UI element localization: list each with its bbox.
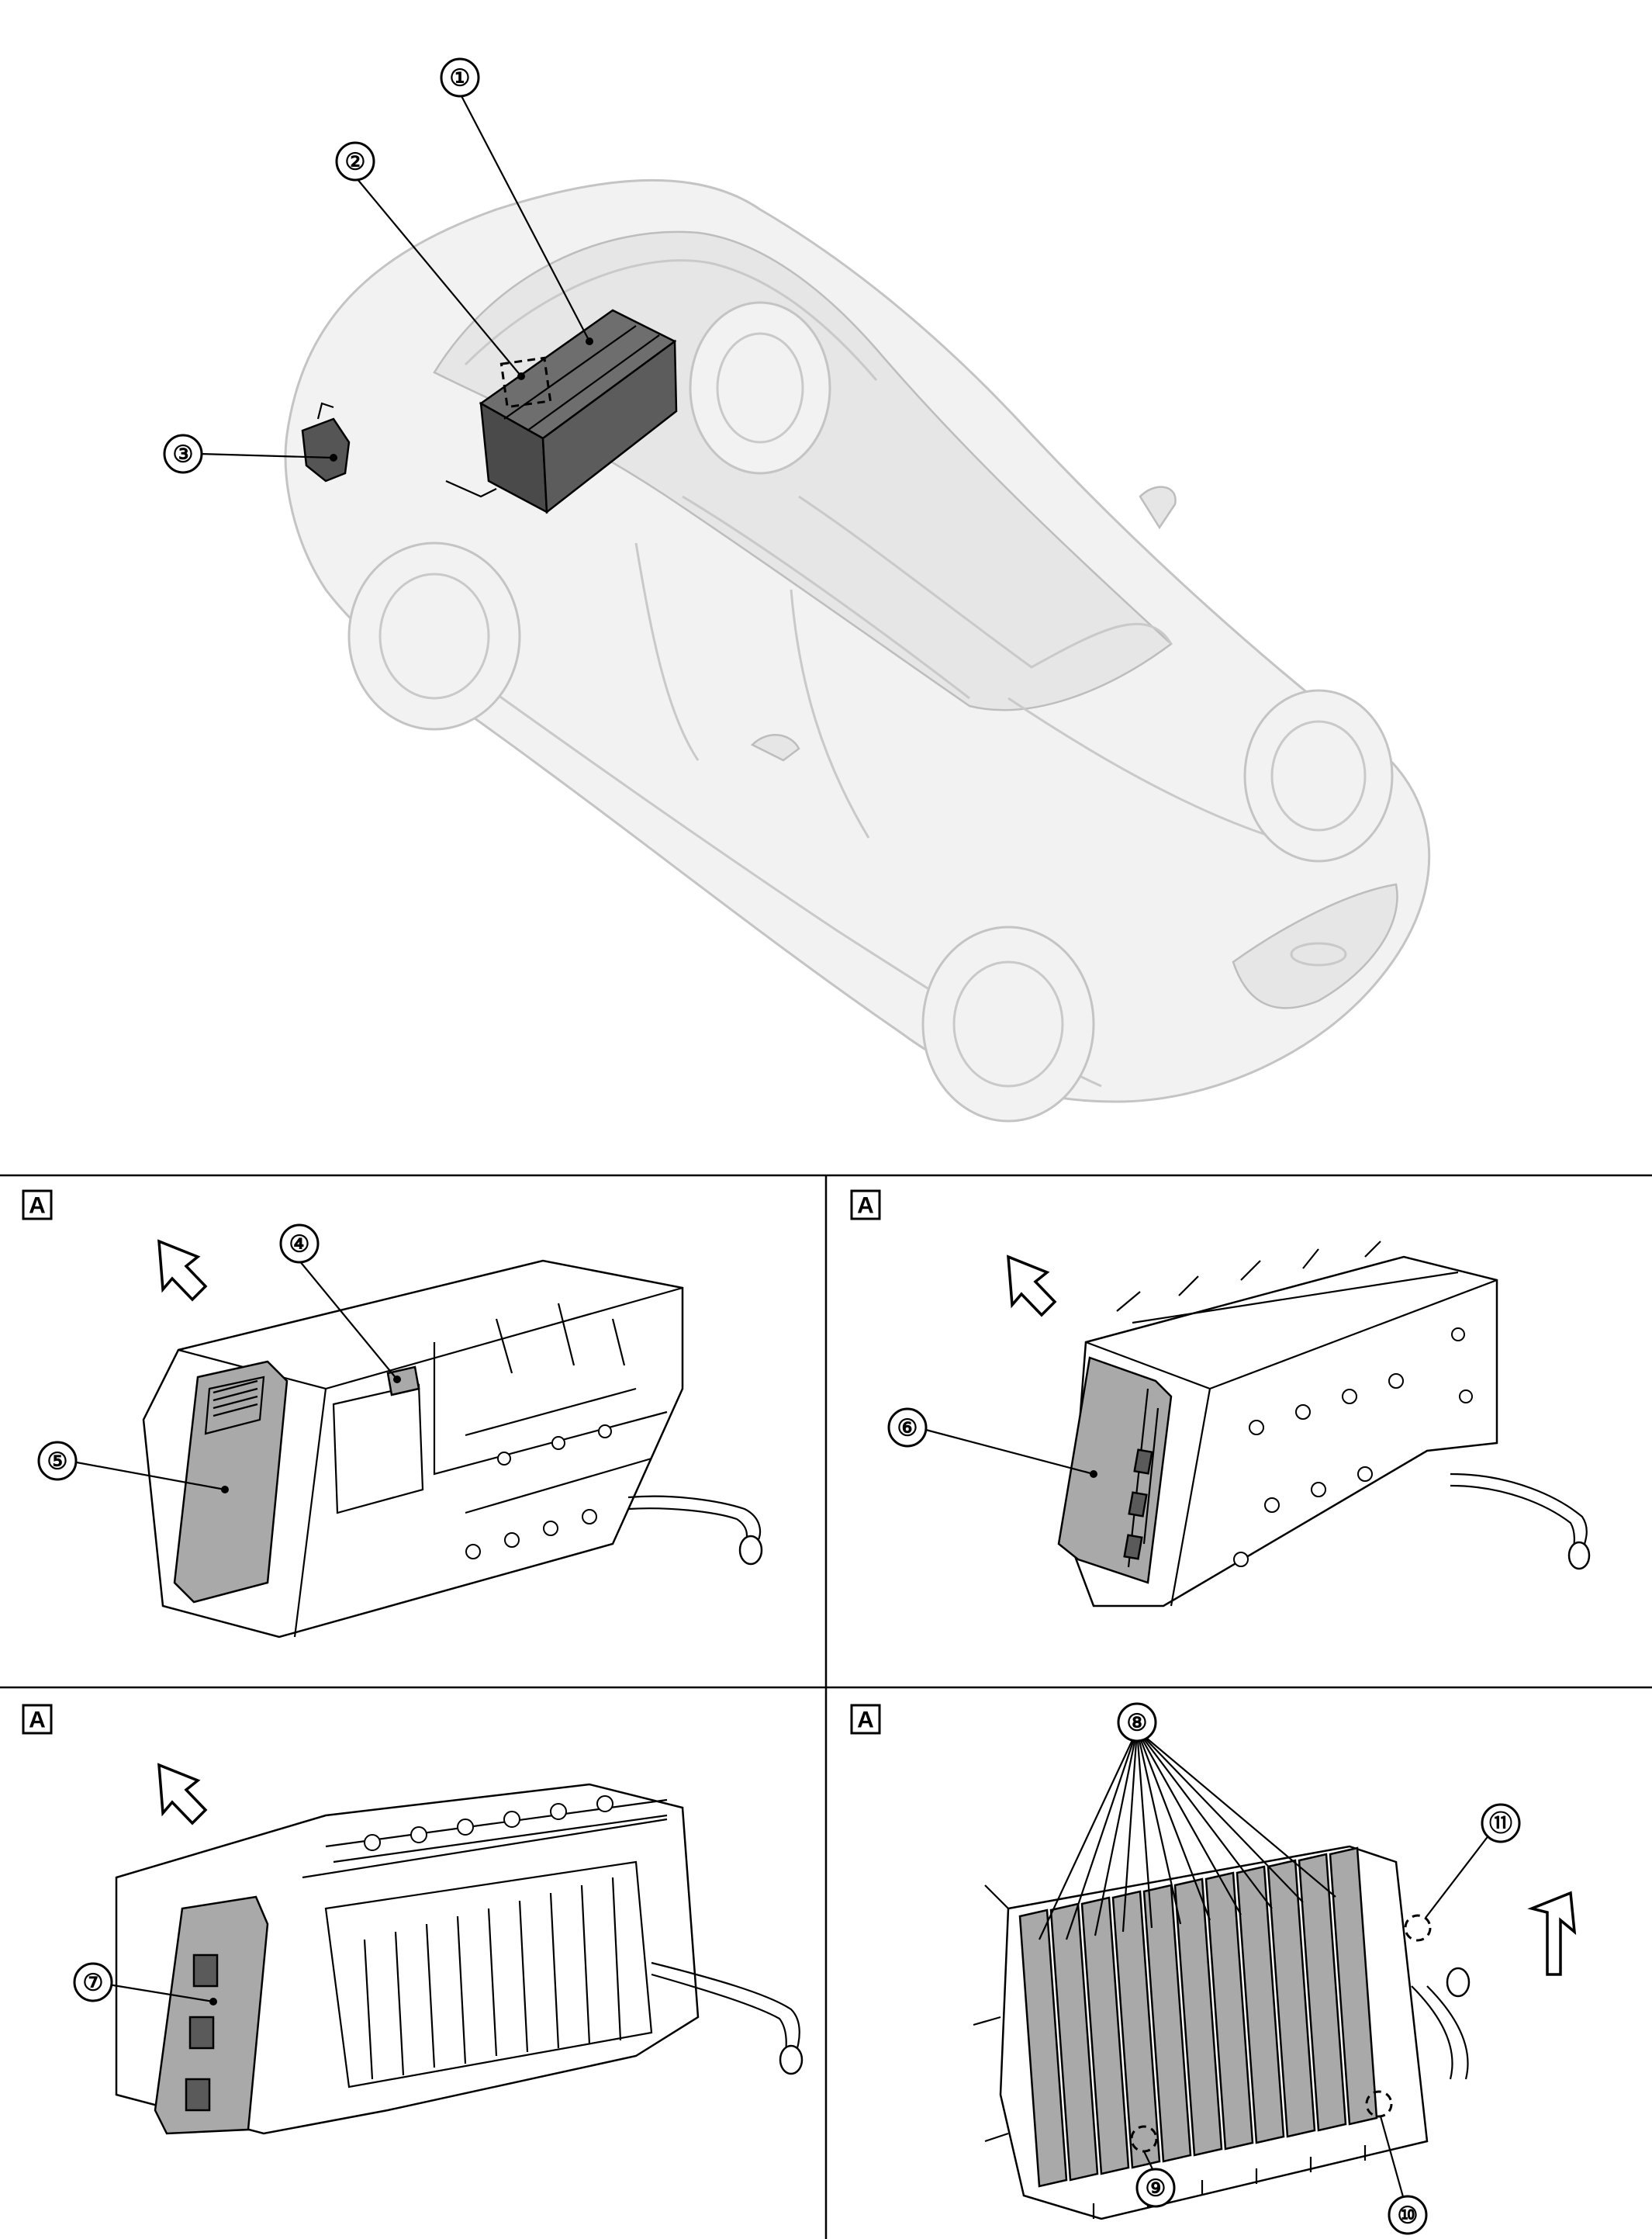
leader-2 bbox=[356, 178, 522, 377]
callout-3: ③ bbox=[163, 434, 203, 474]
callout-10: ⑩ bbox=[1388, 2195, 1428, 2235]
callout-5-label: ⑤ bbox=[47, 1449, 68, 1475]
callout-7: ⑦ bbox=[73, 1962, 113, 2002]
callout-1: ① bbox=[440, 57, 480, 98]
callout-6: ⑥ bbox=[887, 1407, 928, 1448]
callout-4: ④ bbox=[279, 1223, 320, 1264]
view-label-1: A bbox=[22, 1189, 53, 1220]
callout-5: ⑤ bbox=[37, 1441, 78, 1481]
direction-arrow-icon bbox=[1007, 1254, 1057, 1317]
service-plug-part bbox=[386, 1365, 420, 1396]
rear-component bbox=[301, 402, 351, 483]
panel-view-a-1: A ④ ⑤ bbox=[22, 1189, 763, 1639]
callout-8: ⑧ bbox=[1117, 1702, 1157, 1742]
view-label-4: A bbox=[850, 1704, 881, 1735]
direction-arrow-icon bbox=[1527, 1891, 1577, 1976]
vehicle-overview: ① ② ③ bbox=[163, 57, 1431, 1123]
view-label-3: A bbox=[22, 1704, 53, 1735]
callout-11: ⑪ bbox=[1481, 1803, 1521, 1843]
junction-box bbox=[154, 1895, 269, 2135]
battery-pack-frame bbox=[1069, 1255, 1498, 1607]
panel-grid-lines bbox=[0, 1174, 1652, 2239]
callout-7-label: ⑦ bbox=[83, 1971, 104, 1996]
view-label-1-text: A bbox=[29, 1193, 46, 1219]
view-label-4-text: A bbox=[857, 1708, 874, 1733]
leader-1 bbox=[459, 92, 590, 342]
callout-10-label: ⑩ bbox=[1398, 2203, 1419, 2229]
leader-3 bbox=[199, 452, 334, 459]
leader-8-fan bbox=[1039, 1729, 1336, 1940]
callout-8-label: ⑧ bbox=[1127, 1711, 1148, 1736]
direction-arrow-icon bbox=[157, 1239, 208, 1302]
callout-4-label: ④ bbox=[289, 1232, 310, 1258]
panel-view-a-4: A bbox=[850, 1702, 1577, 2235]
battery-modules bbox=[1018, 1846, 1378, 2188]
battery-control-module-panel bbox=[173, 1360, 289, 1604]
callout-2: ② bbox=[335, 141, 375, 182]
li-ion-battery-pack bbox=[445, 309, 678, 514]
battery-controller-location-marker bbox=[499, 356, 552, 409]
vehicle-ghost-body bbox=[284, 179, 1431, 1123]
direction-arrow-icon bbox=[157, 1763, 208, 1825]
callout-9: ⑨ bbox=[1135, 2168, 1176, 2208]
view-label-3-text: A bbox=[29, 1708, 46, 1733]
callout-6-label: ⑥ bbox=[897, 1416, 918, 1441]
callout-9-label: ⑨ bbox=[1146, 2176, 1166, 2202]
callout-11-label: ⑪ bbox=[1489, 1812, 1512, 1837]
callout-2-label: ② bbox=[345, 150, 366, 175]
view-label-2: A bbox=[850, 1189, 881, 1220]
callout-3-label: ③ bbox=[173, 442, 194, 468]
battery-pack-frame bbox=[142, 1259, 684, 1639]
callout-1-label: ① bbox=[450, 66, 471, 92]
panel-view-a-2: A ⑥ bbox=[850, 1189, 1591, 1607]
view-label-2-text: A bbox=[857, 1193, 874, 1219]
cell-controller-module bbox=[1057, 1356, 1173, 1584]
panel-view-a-3: A ⑦ bbox=[22, 1704, 804, 2135]
